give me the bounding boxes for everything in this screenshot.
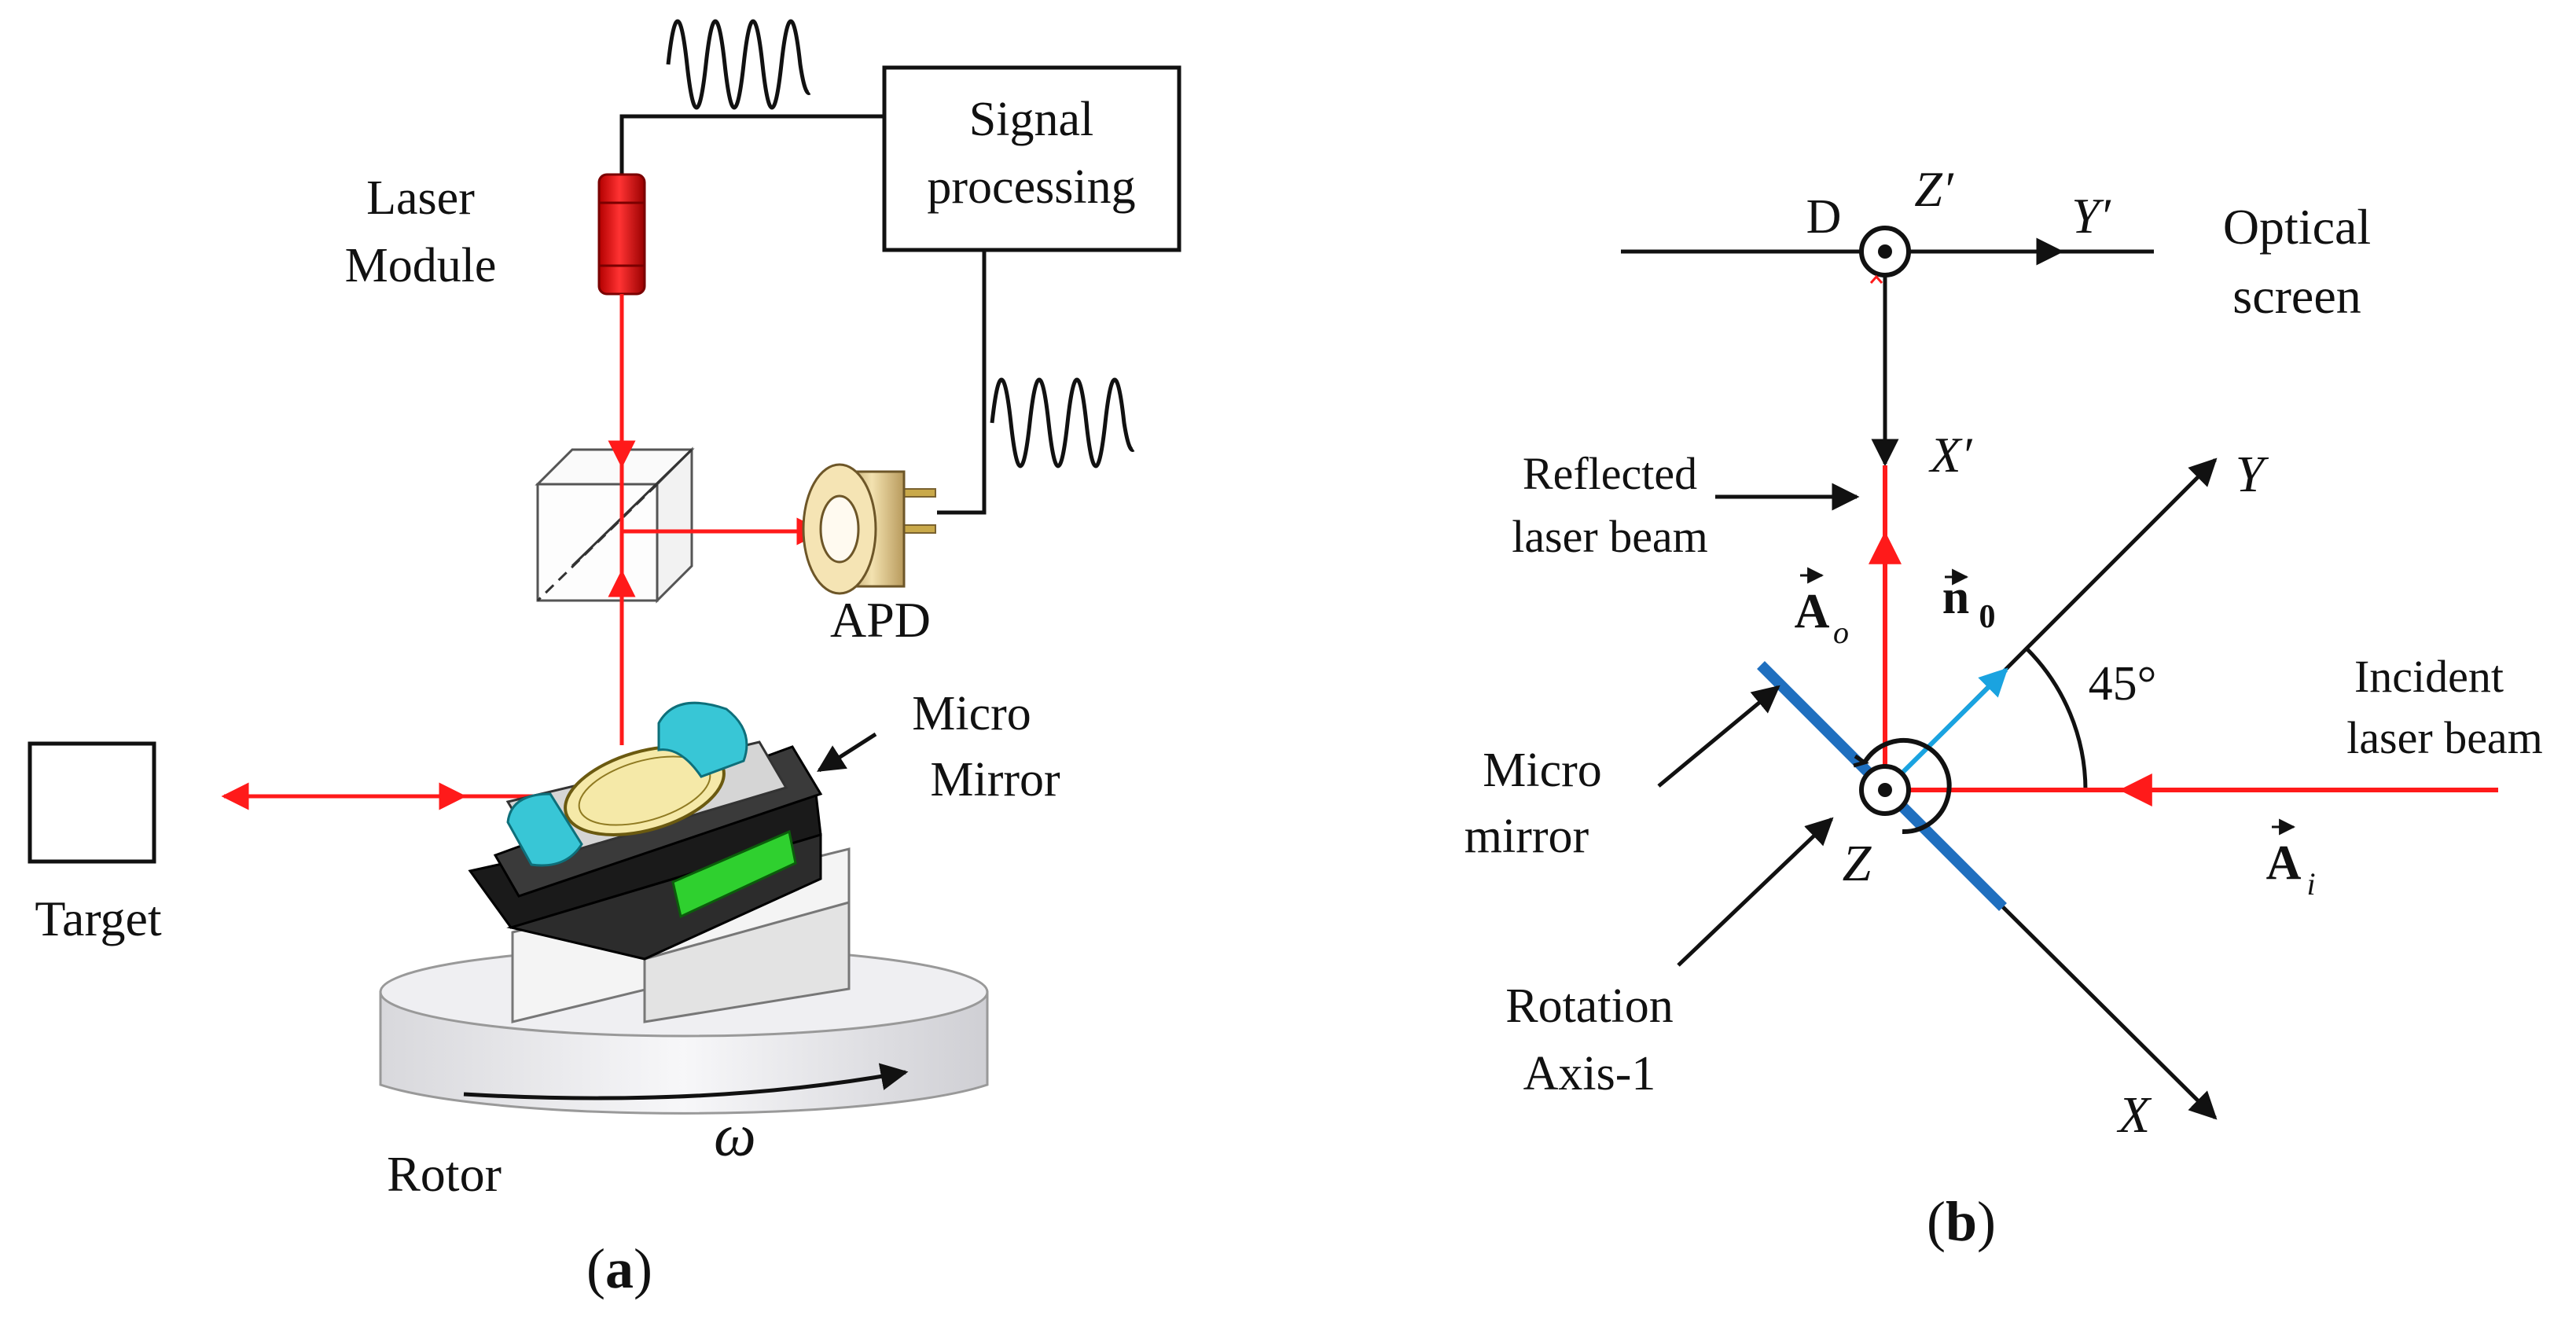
origin-z-symbol (1853, 738, 1952, 835)
signal-processing-box (882, 65, 1181, 252)
apd-waveform (990, 377, 1135, 468)
micro-mirror-label-b-line1: Micro (1483, 744, 1602, 797)
y-axis-label: Y (2236, 446, 2269, 503)
rotation-axis-label-line2: Axis-1 (1523, 1047, 1656, 1100)
rotation-axis-pointer (1677, 817, 1834, 967)
laser-module-label-line2: Module (345, 239, 497, 292)
rotation-axis-label-line1: Rotation (1505, 979, 1674, 1033)
caption-a: (a) (586, 1237, 652, 1300)
angle-label: 45° (2089, 657, 2157, 711)
laser-module (597, 173, 646, 296)
z-prime-label: Z′ (1914, 161, 1954, 217)
laser-module-label-line1: Laser (366, 171, 475, 225)
laser-beams (221, 294, 825, 810)
reflected-label-line1: Reflected (1523, 448, 1697, 499)
z-axis-label: Z (1843, 835, 1872, 892)
d-label: D (1806, 190, 1842, 244)
svg-text:o: o (1833, 615, 1849, 650)
target-box (28, 741, 156, 864)
beam-splitter-cube (535, 446, 695, 604)
micro-mirror-mount (468, 701, 851, 1023)
rotor-label: Rotor (387, 1146, 502, 1202)
normal-vector-n0 (1900, 667, 2008, 775)
apd-detector (802, 463, 936, 595)
a-o-vector-label: A o (1795, 567, 1849, 650)
n0-vector-label: n 0 (1942, 568, 1996, 635)
rotation-arrow (463, 1063, 909, 1100)
optical-screen-label-line2: screen (2232, 268, 2361, 324)
caption-b: (b) (1927, 1190, 1996, 1253)
micro-mirror-label-a-line1: Micro (912, 687, 1031, 740)
micro-mirror-pointer-b (1657, 685, 1780, 788)
apd-signal-wire (937, 250, 987, 515)
x-prime-label: X′ (1927, 427, 1972, 483)
reflected-label-line2: laser beam (1512, 511, 1708, 562)
apd-label: APD (830, 592, 931, 648)
x-axis-label: X (2116, 1086, 2152, 1144)
micro-mirror-pointer (817, 732, 877, 773)
a-i-vector-label: A i (2266, 818, 2316, 902)
y-prime-label: Y′ (2071, 188, 2111, 244)
panel-a: Signal processing Laser Module (28, 19, 1181, 1300)
signal-processing-label-line1: Signal (969, 93, 1093, 146)
optical-screen-label-line1: Optical (2223, 199, 2371, 255)
svg-text:0: 0 (1979, 599, 1996, 635)
signal-processing-label-line2: processing (927, 160, 1135, 214)
point-d-z-prime-symbol (1859, 226, 1911, 284)
target-label: Target (35, 891, 162, 946)
micro-mirror-label-a-line2: Mirror (930, 753, 1060, 806)
incident-label-line1: Incident (2354, 651, 2504, 702)
laser-drive-wire (619, 114, 884, 175)
micro-mirror-label-b-line2: mirror (1464, 810, 1589, 863)
drive-waveform (666, 19, 811, 110)
svg-text:n: n (1942, 571, 1969, 624)
angle-arc (2025, 647, 2088, 791)
panel-b: D Z′ Y′ Optical screen X′ Reflected lase… (1464, 161, 2543, 1253)
incident-label-line2: laser beam (2346, 712, 2543, 763)
svg-text:A: A (2266, 836, 2302, 890)
svg-text:i: i (2306, 866, 2315, 902)
svg-text:A: A (1795, 585, 1830, 638)
omega-label: ω (714, 1103, 756, 1169)
